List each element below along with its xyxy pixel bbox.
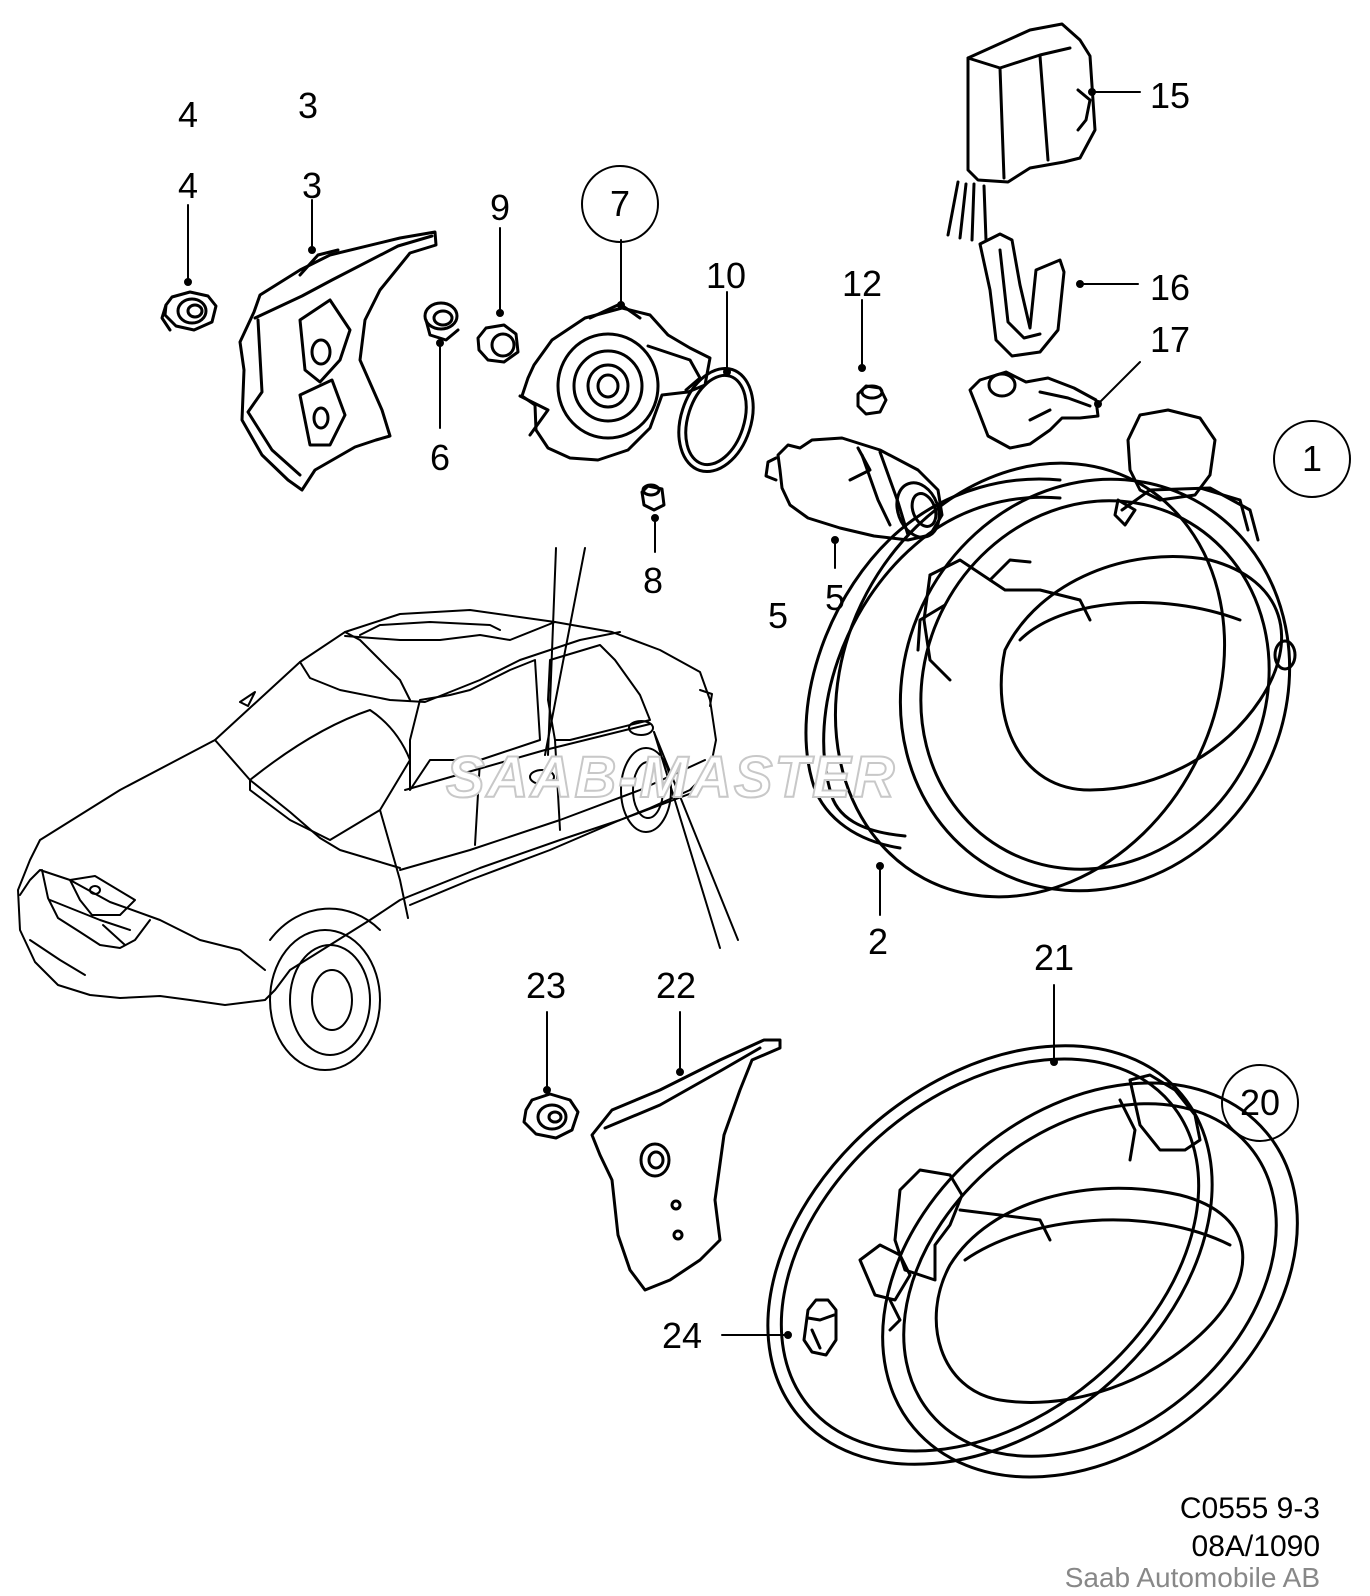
part-label-15: 15 [1150,75,1191,116]
part-label-2: 2 [868,921,889,962]
lock-housing-part-7 [518,302,712,462]
part-label-5-alt: 5 [768,595,789,636]
part-label-9: 9 [490,187,511,228]
part-label-16: 16 [1150,267,1191,308]
car-illustration [17,609,717,1071]
spring-washer-part-6 [423,301,460,342]
clip-part-24 [802,1298,838,1357]
part-label-12: 12 [842,263,883,304]
part-circle-1: 1 [1273,420,1351,498]
part-label-24: 24 [662,1315,703,1356]
bracket-part-22 [590,1038,782,1292]
part-label-4-top: 4 [178,94,199,135]
part-label-3: 3 [302,165,323,206]
part-label-10: 10 [706,255,747,296]
part-label-6: 6 [430,437,451,478]
outer-handle-part-1 [833,408,1297,899]
lock-cylinder-part-5 [764,436,944,542]
part-circle-20: 20 [1221,1064,1299,1142]
part-label-22: 22 [656,965,697,1006]
part-label-3-top: 3 [298,85,319,126]
bracket-clip-part-17 [968,370,1100,450]
part-label-4: 4 [178,165,199,206]
clip-part-16 [978,232,1066,358]
grommet-nut-part-23 [522,1092,580,1140]
small-bushing-part-12 [856,384,888,416]
diagram-ref: 08A/1090 [1191,1530,1320,1563]
bushing-part-9 [476,323,520,364]
part-circle-7: 7 [581,165,659,243]
grommet-nut-part-4 [160,290,218,332]
inner-handle-part-20 [766,1044,1299,1479]
part-label-21: 21 [1034,937,1075,978]
part-label-5: 5 [825,577,846,618]
part-label-17: 17 [1150,319,1191,360]
part-label-8: 8 [643,560,664,601]
part-label-23: 23 [526,965,567,1006]
leader-lines [184,88,1141,1339]
bracket-part-3 [238,230,438,492]
copyright-credit: Saab Automobile AB [1064,1562,1320,1593]
watermark: SAAB-MASTER [445,744,897,811]
diagram-code: C0555 9-3 [1179,1492,1320,1525]
pin-part-8 [640,483,666,512]
gasket-part-2 [804,477,1062,850]
connector-part-15 [946,22,1097,242]
circlip-ring-part-10 [677,366,755,474]
